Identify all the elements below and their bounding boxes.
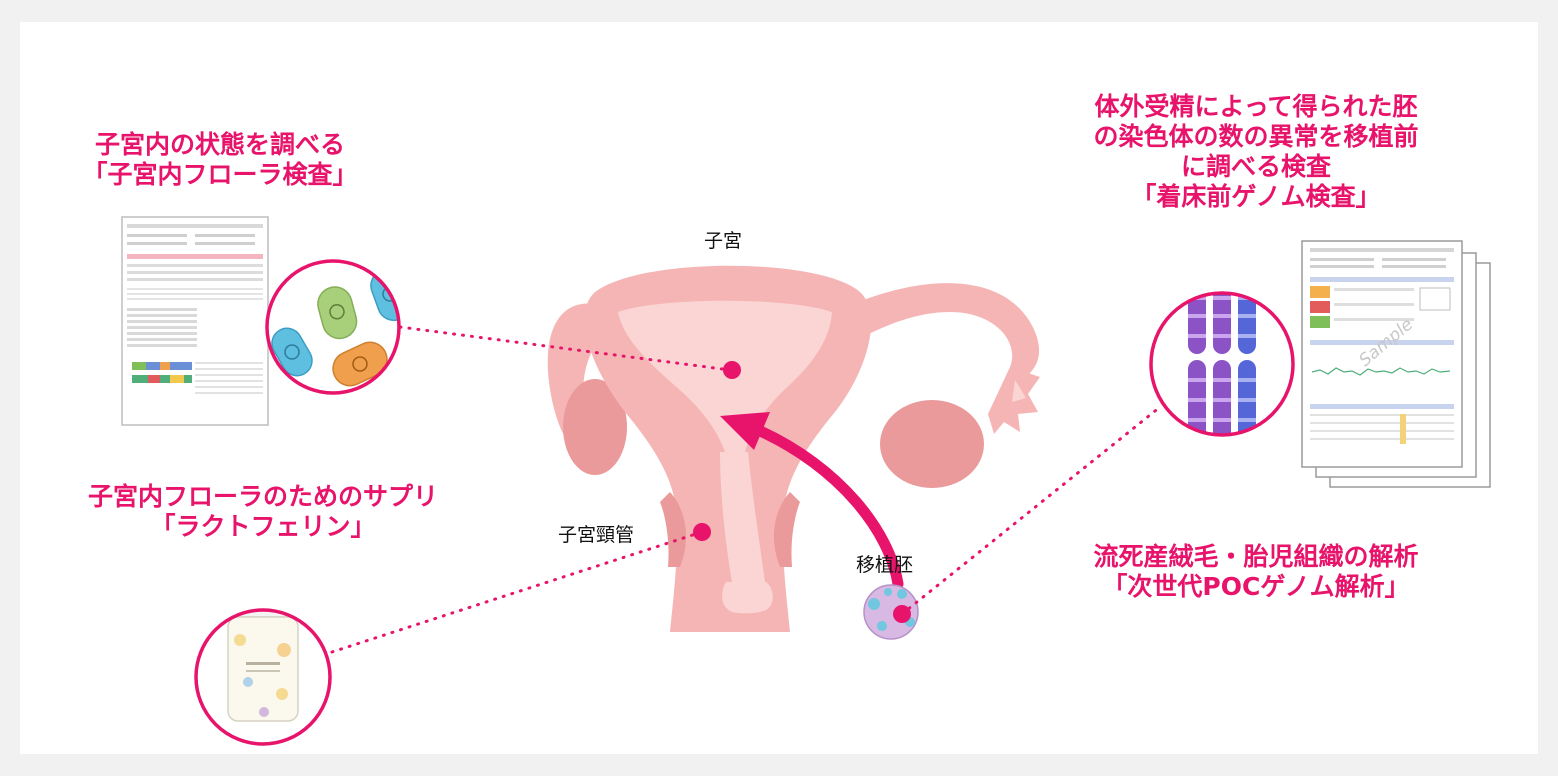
genome-test-caption-line: に調べる検査: [1180, 152, 1331, 181]
genome-test-caption-line: の染色体の数の異常を移植前: [1093, 122, 1419, 151]
embryo-marker: [893, 605, 911, 623]
uterus-marker: [723, 361, 741, 379]
genome-test-caption: 体外受精によって得られた胚 の染色体の数の異常を移植前 に調べる検査 「着床前ゲ…: [1056, 92, 1456, 212]
genome-test-circle: [1149, 291, 1295, 437]
cervix-label: 子宮頸管: [558, 524, 635, 546]
supplement-caption-line: 「ラクトフェリン」: [150, 512, 376, 541]
supplement-caption: 子宮内フローラのためのサプリ 「ラクトフェリン」: [68, 482, 458, 542]
uterus-illustration: [547, 265, 1040, 632]
flora-report-document-icon: [121, 216, 269, 426]
connector-flora: [398, 325, 732, 372]
uterus-label: 子宮: [704, 230, 743, 252]
genome-report-document-icon: [1301, 240, 1491, 488]
supplement-circle: [194, 608, 332, 746]
connector-supplement: [330, 530, 704, 654]
flora-test-caption-line: 「子宮内フローラ検査」: [82, 160, 358, 189]
flora-test-circle: [265, 259, 401, 395]
implantation-arrow: [720, 412, 904, 590]
poc-test-caption-line: 流死産絨毛・胎児組織の解析: [1093, 542, 1419, 571]
genome-test-caption-line: 「着床前ゲノム検査」: [1131, 182, 1381, 211]
connector-lines: [330, 325, 1162, 654]
poc-test-caption: 流死産絨毛・胎児組織の解析 「次世代POCゲノム解析」: [1066, 542, 1446, 602]
flora-test-caption: 子宮内の状態を調べる 「子宮内フローラ検査」: [70, 130, 370, 190]
cervix-marker: [693, 523, 711, 541]
supplement-caption-line: 子宮内フローラのためのサプリ: [87, 482, 438, 511]
diagram-canvas: Sample: [20, 22, 1538, 754]
flora-test-caption-line: 子宮内の状態を調べる: [94, 130, 345, 159]
connector-genome: [900, 405, 1162, 616]
poc-test-caption-line: 「次世代POCゲノム解析」: [1102, 572, 1410, 601]
diagram-illustration: Sample: [121, 216, 1491, 746]
genome-test-caption-line: 体外受精によって得られた胚: [1094, 92, 1418, 121]
embryo-label: 移植胚: [856, 554, 914, 576]
